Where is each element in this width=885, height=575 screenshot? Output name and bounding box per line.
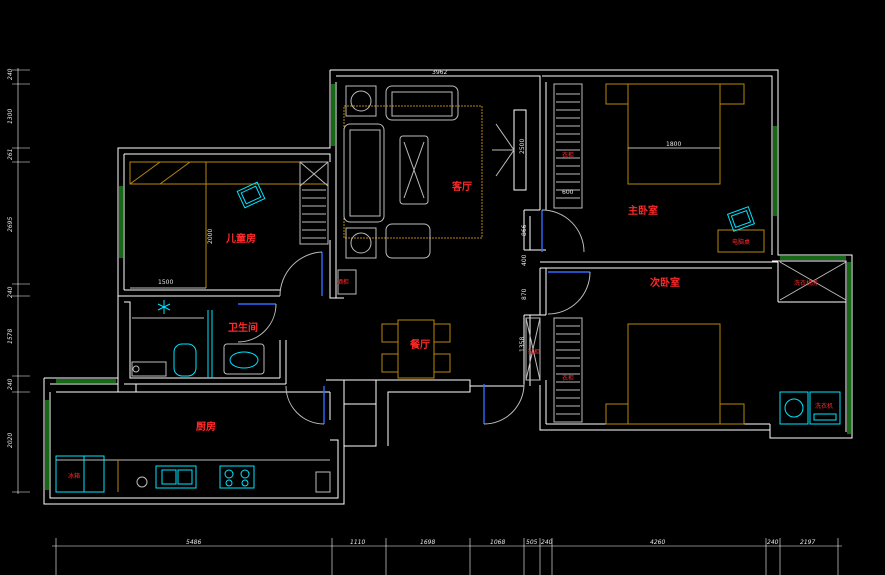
bottom-dim-5: 240	[541, 539, 553, 546]
bottom-dim-8: 2197	[800, 539, 815, 546]
computer-desk-label: 电脑桌	[732, 238, 750, 246]
left-dim-6: 240	[7, 378, 14, 390]
dim-child-bed-len: 2000	[207, 229, 214, 244]
walls	[43, 69, 853, 505]
kitchen-label: 厨房	[196, 420, 216, 433]
fixture-labels: 电脑桌 衣柜 衣柜 鞋柜 酒柜 冰箱 洗衣机	[68, 151, 833, 480]
laundry-furniture	[779, 261, 847, 425]
dim-tv-wall: 2500	[519, 139, 526, 154]
laundry-balcony-label: 洗衣机房	[794, 279, 818, 287]
dim-wardrobe: 600	[562, 189, 574, 196]
second-bedroom-label: 次卧室	[650, 276, 680, 289]
master-bedroom-label: 主卧室	[628, 204, 658, 217]
dim-top-width: 3962	[432, 69, 447, 76]
left-dim-5: 1578	[7, 329, 14, 344]
dim-master-bed: 1800	[666, 141, 681, 148]
left-dim-4: 240	[7, 286, 14, 298]
doors	[237, 209, 591, 425]
dining-room-label: 餐厅	[409, 338, 430, 351]
bottom-dimension-chain: 5486 1110 1698 1068 505 240 4260 240 219…	[52, 538, 842, 575]
bottom-dim-3: 1068	[490, 539, 505, 546]
room-labels: 客厅 主卧室 次卧室 儿童房 卫生间 餐厅 厨房 洗衣机房	[196, 180, 818, 433]
dim-child-bed-w: 1500	[158, 279, 173, 286]
children-room-label: 儿童房	[225, 232, 256, 245]
left-dim-2: 261	[7, 149, 14, 160]
windows	[45, 84, 851, 490]
bottom-dim-6: 4260	[650, 539, 665, 546]
shoe-cabinet-label: 鞋柜	[528, 348, 540, 356]
fridge-label: 冰箱	[68, 472, 80, 480]
wardrobe-master-label: 衣柜	[562, 151, 574, 159]
bathroom-label: 卫生间	[228, 321, 258, 334]
left-dimension-chain: 240 1300 261 2695 240 1578 240 2020	[7, 68, 30, 494]
bottom-dim-1: 1110	[350, 539, 365, 546]
dining-furniture	[337, 269, 451, 379]
tall-cabinet-label: 酒柜	[337, 278, 349, 286]
kitchen-fixtures	[55, 455, 331, 493]
bottom-dim-2: 1698	[420, 539, 435, 546]
dim-right-2: 870	[521, 288, 528, 300]
second-bedroom-furniture	[525, 317, 745, 425]
wardrobe-second-label: 衣柜	[562, 374, 574, 382]
left-dim-3: 2695	[7, 217, 14, 232]
left-dim-1: 1300	[7, 109, 14, 124]
master-bedroom-furniture	[553, 83, 765, 253]
bottom-dim-7: 240	[767, 539, 779, 546]
left-dim-7: 2020	[7, 433, 14, 448]
bottom-dim-0: 5486	[186, 539, 201, 546]
dim-right-1: 400	[521, 254, 528, 266]
children-room-furniture	[129, 161, 329, 289]
living-room-label: 客厅	[451, 180, 472, 193]
bottom-dim-4: 505	[526, 539, 538, 546]
inner-dimensions: 3962 1800 2500 600 2000 1500 866 400 870…	[158, 69, 681, 352]
washer-label: 洗衣机	[815, 402, 833, 410]
bathroom-fixtures	[131, 300, 265, 378]
dim-right-3: 1358	[519, 337, 526, 352]
left-dim-0: 240	[7, 68, 14, 80]
dim-right-0: 866	[521, 224, 528, 236]
living-furniture	[343, 85, 515, 259]
